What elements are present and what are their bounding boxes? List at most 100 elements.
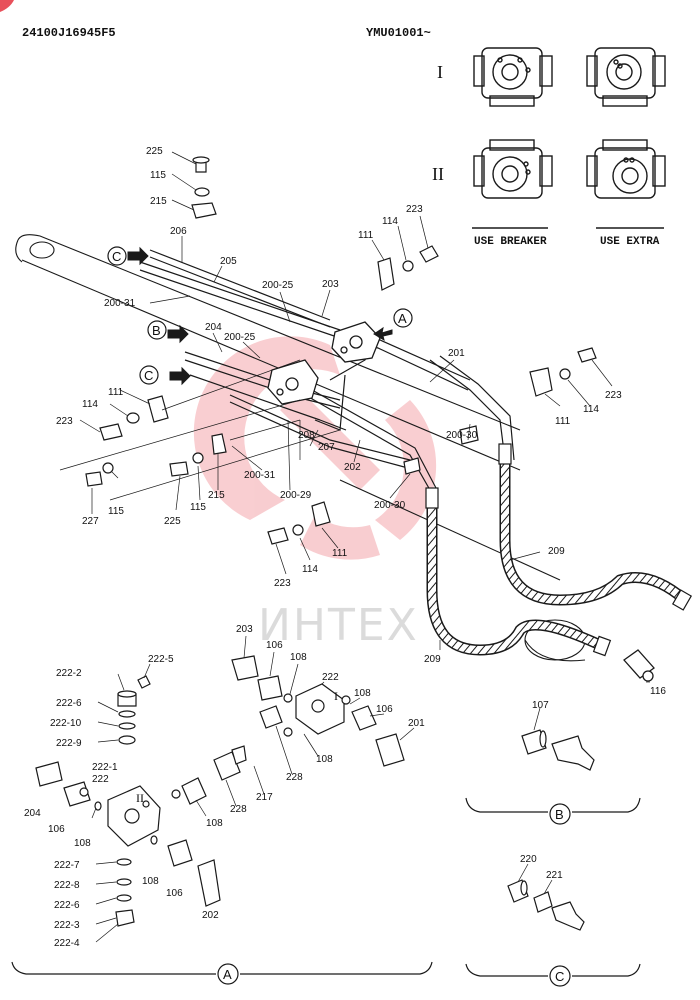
label-p116: 116	[650, 686, 666, 697]
label-a-222: 222	[322, 672, 339, 683]
use-extra-caption: USE EXTRA	[600, 236, 660, 248]
view-C-label: C	[555, 969, 564, 984]
label-p114b: 114	[82, 399, 98, 410]
detail-A-labels: 203 106 108 222 I 108 106 201 108 228 21…	[24, 624, 425, 949]
detail-C-parts	[507, 863, 585, 931]
detail-B-parts	[521, 707, 595, 771]
inset-valve-positions	[472, 47, 666, 229]
boom-outline	[15, 234, 586, 662]
label-p204: 204	[205, 322, 222, 333]
callout-C-upper: C	[112, 249, 121, 264]
callout-B: B	[152, 323, 161, 338]
label-p203: 203	[322, 279, 339, 290]
label-p223c: 223	[605, 390, 622, 401]
label-a-204: 204	[24, 808, 41, 819]
label-p114c: 114	[583, 404, 599, 415]
hardware-parts-main	[85, 156, 597, 545]
callout-arrows	[127, 246, 393, 386]
label-a-108b: 108	[354, 688, 371, 699]
label-a-108a: 108	[290, 652, 307, 663]
valve-II-breaker-icon	[473, 139, 553, 199]
label-a-222-2: 222-2	[56, 668, 82, 679]
detail-B-label-107: 107	[532, 700, 549, 711]
label-a-222-7: 222-7	[54, 860, 80, 871]
fitting-116-icon	[623, 649, 655, 682]
label-p201: 201	[448, 348, 465, 359]
label-p215: 215	[150, 196, 167, 207]
callout-C-lower: C	[144, 368, 153, 383]
valve-block-lower-icon	[267, 359, 319, 405]
label-p114a: 114	[382, 216, 398, 227]
label-a-222-9: 222-9	[56, 738, 82, 749]
use-breaker-caption: USE BREAKER	[474, 236, 547, 248]
label-p111a: 111	[358, 230, 374, 241]
label-a-106b: 106	[376, 704, 393, 715]
detail-C-label-220: 220	[520, 854, 537, 865]
watermark-logo-icon	[193, 336, 437, 560]
leader-lines-main	[59, 151, 650, 683]
label-a-106a: 106	[266, 640, 283, 651]
label-p223a: 223	[406, 204, 423, 215]
label-a-222-6b: 222-6	[54, 900, 80, 911]
label-p225b: 225	[164, 516, 181, 527]
label-p115: 115	[150, 170, 166, 181]
label-a-222-8: 222-8	[54, 880, 80, 891]
label-a-201: 201	[408, 718, 425, 729]
callout-A: A	[398, 311, 407, 326]
label-p209b: 209	[424, 654, 441, 665]
label-p223b: 223	[56, 416, 73, 427]
label-p200-25b: 200-25	[224, 332, 256, 343]
label-a-II: II	[136, 791, 144, 805]
label-a-108d: 108	[206, 818, 223, 829]
label-a-222-10: 222-10	[50, 718, 82, 729]
label-a-222-1: 222-1	[92, 762, 118, 773]
label-p200-31b: 200-31	[244, 470, 276, 481]
label-p200-31a: 200-31	[104, 298, 136, 309]
label-p114d: 114	[302, 564, 318, 575]
label-p207: 207	[318, 442, 335, 453]
corner-mark-icon	[0, 0, 14, 12]
label-p206: 206	[170, 226, 187, 237]
row-I-label: I	[437, 62, 443, 82]
label-p205: 205	[220, 256, 237, 267]
valve-II-extra-icon	[586, 139, 666, 199]
label-p200-29: 200-29	[280, 490, 312, 501]
detail-C-label-221: 221	[546, 870, 563, 881]
section-dividers	[11, 797, 641, 987]
hose-209-lower	[426, 505, 603, 656]
label-p200-25a: 200-25	[262, 280, 294, 291]
label-p208: 208	[298, 430, 315, 441]
label-p215b: 215	[208, 490, 225, 501]
label-a-217: 217	[256, 792, 273, 803]
label-a-106d: 106	[166, 888, 183, 899]
part-number: 24100J16945F5	[22, 26, 116, 40]
label-a-108e: 108	[74, 838, 91, 849]
label-a-I: I	[334, 689, 338, 703]
watermark-text: ИНТЕХ	[258, 600, 419, 651]
detail-A-parts	[35, 655, 405, 927]
view-B-label: B	[555, 807, 564, 822]
label-p115b: 115	[108, 506, 124, 517]
label-p111b: 111	[108, 387, 124, 398]
label-a-106c: 106	[48, 824, 65, 835]
label-p200-30b: 200-30	[374, 500, 406, 511]
label-a-228a: 228	[286, 772, 303, 783]
label-p227: 227	[82, 516, 99, 527]
serial-range: YMU01001~	[366, 26, 431, 40]
label-a-108c: 108	[316, 754, 333, 765]
label-a-222-3: 222-3	[54, 920, 80, 931]
label-a-203: 203	[236, 624, 253, 635]
label-p115c: 115	[190, 502, 206, 513]
label-a-222-5: 222-5	[148, 654, 174, 665]
detail-A-leaders	[91, 635, 415, 943]
valve-I-breaker-icon	[473, 47, 553, 107]
label-a-228b: 228	[230, 804, 247, 815]
valve-I-extra-icon	[586, 47, 666, 107]
label-a-108f: 108	[142, 876, 159, 887]
view-A-label: A	[223, 967, 232, 982]
label-a-222-4: 222-4	[54, 938, 80, 949]
hose-209-upper	[499, 460, 689, 606]
label-p202: 202	[344, 462, 361, 473]
label-a-202: 202	[202, 910, 219, 921]
